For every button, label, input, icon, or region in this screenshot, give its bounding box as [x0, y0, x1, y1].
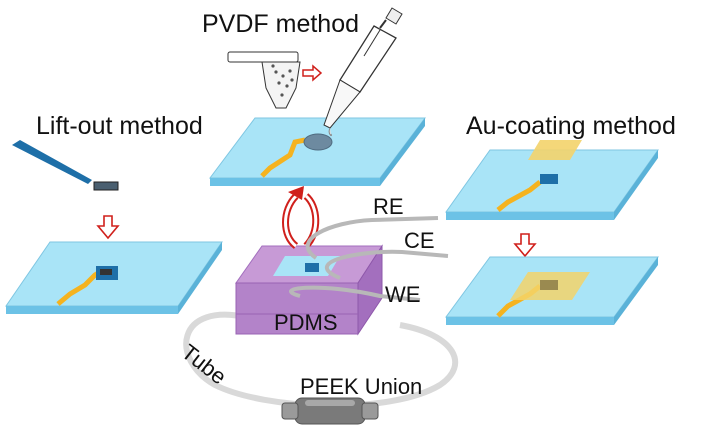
eppendorf-tube-icon	[227, 51, 301, 109]
peek-union	[281, 397, 379, 425]
needle-icon	[12, 140, 92, 184]
down-arrow-left-icon	[96, 215, 120, 240]
we-label: WE	[385, 282, 420, 307]
ce-label: CE	[404, 228, 435, 253]
liftout-slide	[5, 241, 223, 314]
lamella-icon	[93, 181, 119, 191]
pvdf-method-label: PVDF method	[202, 10, 359, 38]
pipette-icon	[323, 7, 403, 137]
peek-union-label: PEEK Union	[300, 374, 422, 399]
pdms-label: PDMS	[274, 310, 338, 335]
pvdf-slide	[209, 117, 426, 186]
electrode-wires	[289, 216, 449, 302]
au-slide-bottom	[445, 256, 659, 325]
liftout-method-label: Lift-out method	[36, 112, 203, 140]
down-arrow-right-icon	[513, 233, 537, 258]
small-arrow-icon	[302, 64, 323, 82]
au-slide-top	[445, 140, 659, 220]
re-label: RE	[373, 194, 404, 219]
au-coating-method-label: Au-coating method	[466, 112, 676, 140]
